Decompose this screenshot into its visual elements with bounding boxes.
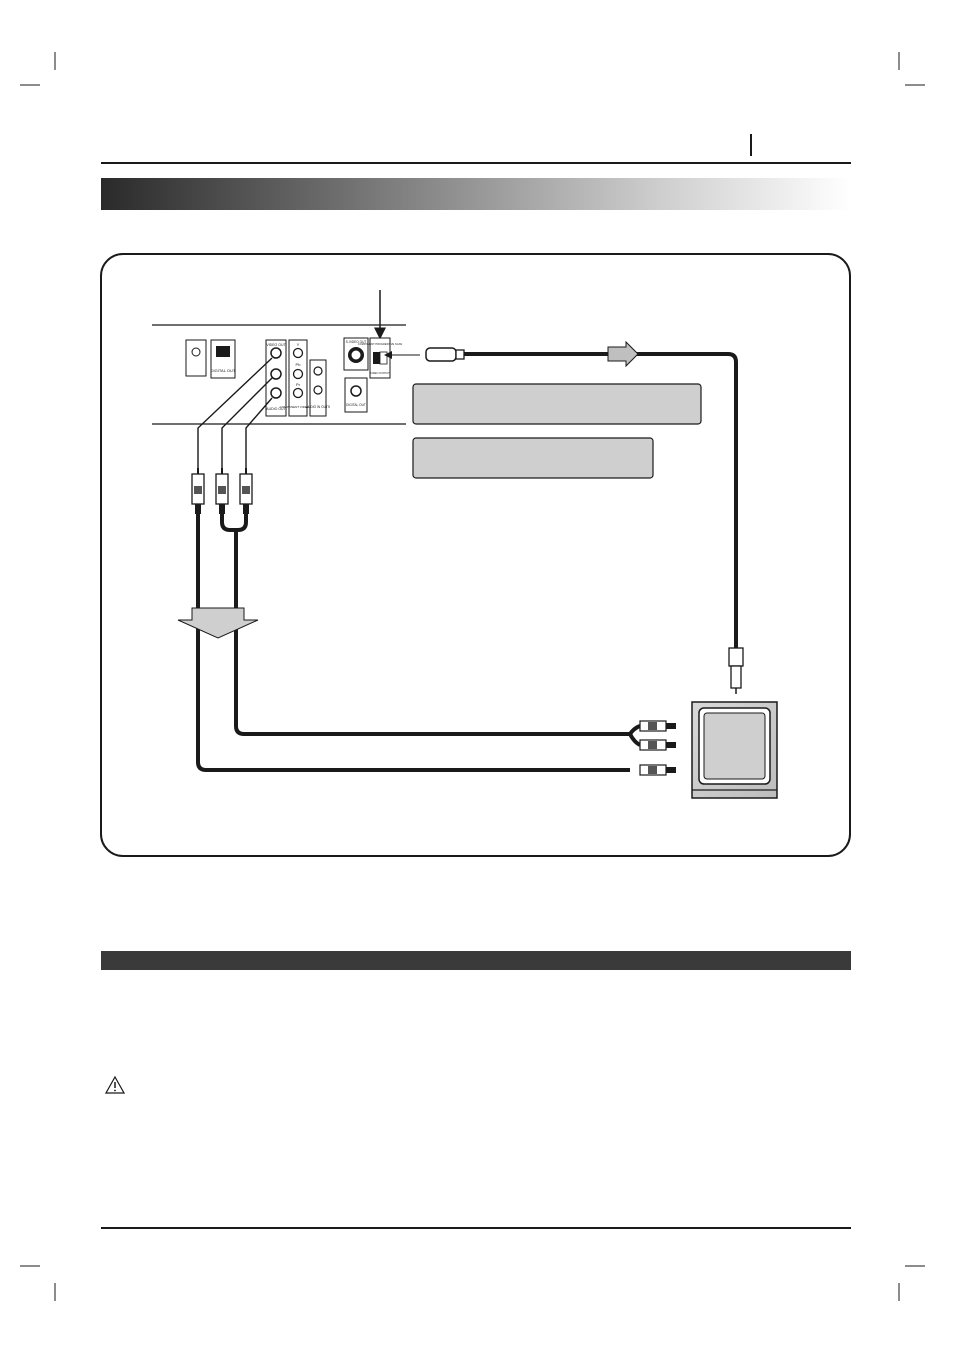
optical-out-port [216,346,230,357]
info-box-top [412,383,702,425]
audio-in-jack-left [313,366,323,376]
leader-line-audio-r [245,397,273,468]
coaxial-out-jack [350,385,362,397]
rca-plug-video [191,468,205,514]
component-pr-jack [292,387,304,399]
tv-rca-plug-audio-l [628,733,676,751]
header-rule [101,162,851,164]
diagram-frame [100,253,851,857]
tv-icon [691,701,778,799]
tv-video-plug-body [730,665,742,689]
leader-line-video [197,357,273,468]
arrow-down-icon [177,607,259,639]
video-cable [196,514,630,772]
s-video-plug-neck [455,349,465,360]
power-jack-hole [191,347,201,357]
switch-slider [373,352,380,364]
audio-in-label: AUDIO IN OUTS [306,405,330,409]
video-out-label: VIDEO OUT [266,343,286,347]
s-video-jack-inner [351,350,361,360]
coaxial-out-label: DIGITAL OUT [346,403,366,407]
component-out-label: COMPONENT VIDEO OUT [280,405,317,409]
info-box-bottom [412,437,654,479]
audio-left-jack [270,368,282,380]
s-video-label: S-VIDEO OUT [346,340,367,344]
arrow-right-icon [607,340,639,368]
component-y-jack [292,347,304,359]
component-pb-label: Pb [296,362,302,367]
optical-out-label: DIGITAL OUT [211,368,236,373]
switch-track [379,351,388,365]
leader-line-audio-l [221,377,273,468]
component-y-label: Y [297,342,300,347]
power-jack [185,339,207,377]
component-pr-label: Pr [296,382,301,387]
rca-plug-audio-l [215,468,229,514]
video-out-jack [270,347,282,359]
optical-out-jack [210,339,236,379]
section-title-bar [101,178,851,210]
switch-bottom-label: VIDEO OUTPUT [370,371,390,375]
audio-out-label: AUDIO OUT [266,407,286,411]
warning-triangle-icon [105,1075,125,1094]
audio-in-jack-right [313,385,323,395]
tv-rca-plug-audio-r [628,720,676,736]
audio-cable [220,514,630,736]
tv-rca-plug-video [639,764,676,776]
footer-rule [101,1227,851,1229]
switch-top-label: COMPONENT PROGRESSIVE SCAN [358,342,402,346]
s-video-plug [425,347,457,362]
audio-right-jack [270,387,282,399]
rca-plug-audio-r [239,468,253,514]
component-pb-jack [292,368,304,380]
s-video-cable [464,352,738,650]
section-header-bar [101,951,851,970]
tv-video-plug [728,647,744,667]
header-page-marker [750,134,752,156]
